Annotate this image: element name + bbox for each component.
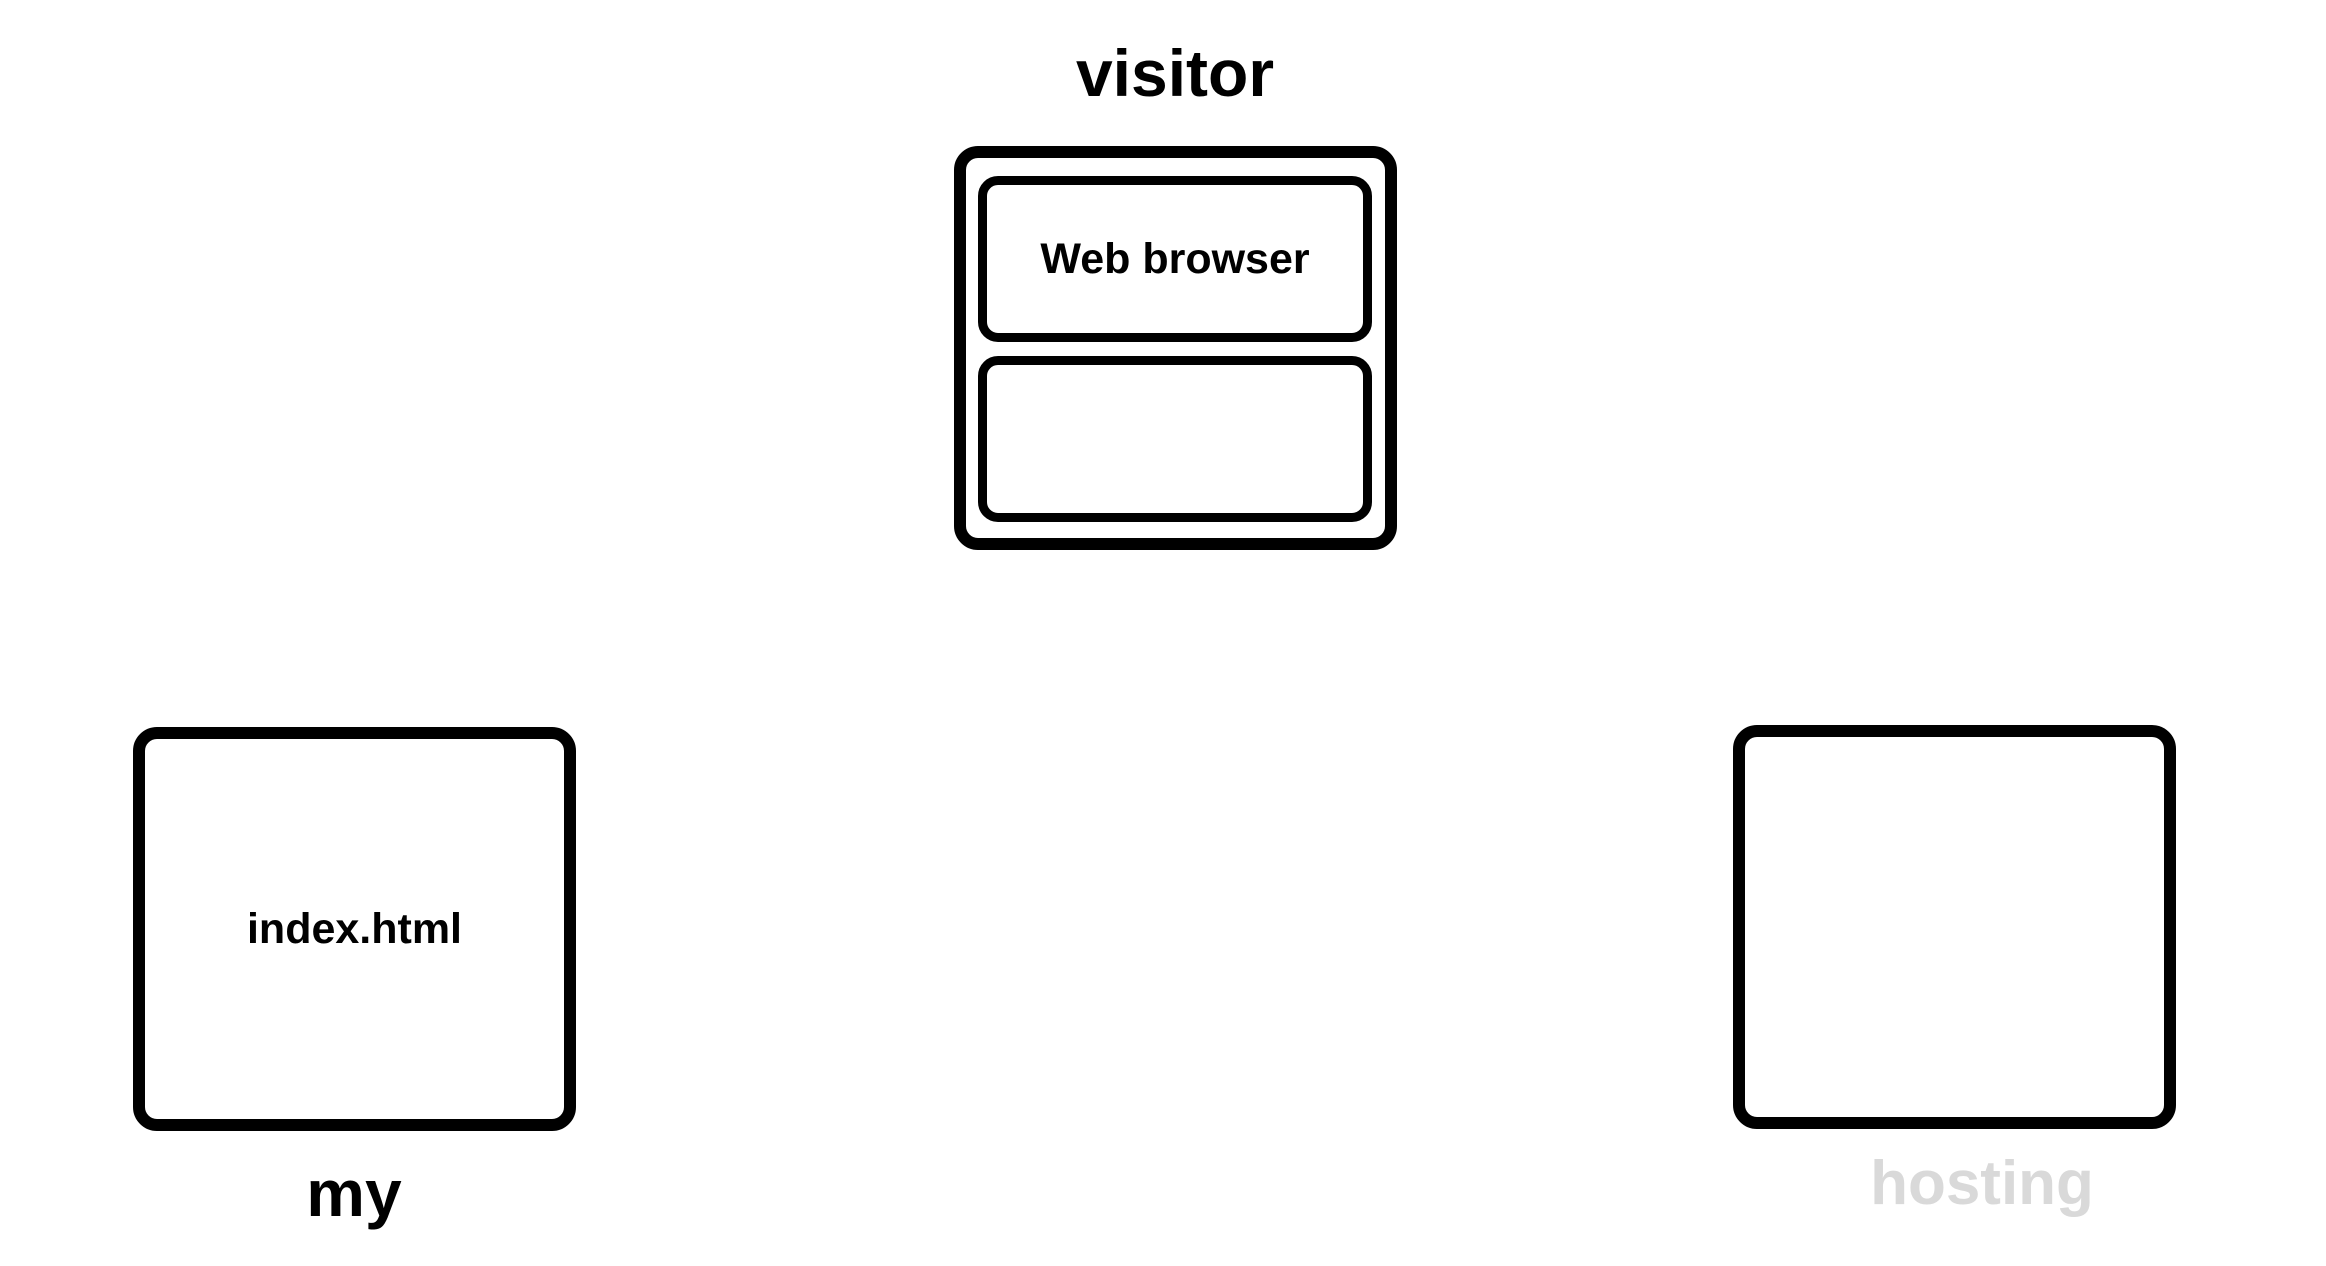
my-computer-box: index.html: [133, 727, 576, 1131]
web-browser-label: Web browser: [1040, 234, 1310, 283]
my-label: my: [306, 1156, 402, 1230]
empty-panel: [978, 356, 1372, 522]
web-browser-panel: Web browser: [978, 176, 1372, 342]
visitor-label: visitor: [1075, 36, 1275, 110]
hosting-label: hosting: [1870, 1149, 2094, 1218]
index-html-label: index.html: [246, 904, 463, 953]
hosting-server-box: [1733, 725, 2176, 1129]
